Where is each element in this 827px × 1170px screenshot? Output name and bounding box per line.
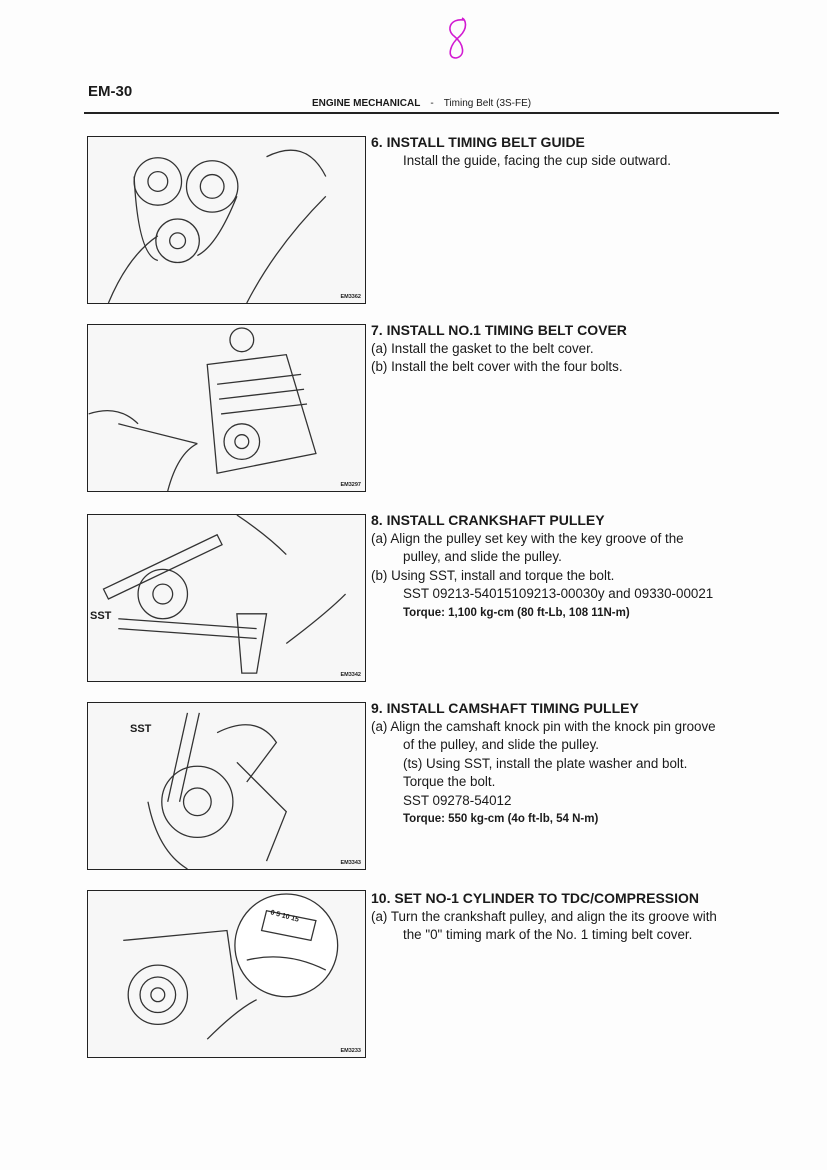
header-rule xyxy=(84,112,779,114)
sst-number: SST 09278-54012 xyxy=(403,792,512,808)
figure-timing-belt-guide: EM3362 xyxy=(87,136,366,304)
torque-spec: Torque: 550 kg-cm (4o ft-lb, 54 N-m) xyxy=(403,813,599,825)
handwritten-page-number xyxy=(440,14,480,64)
figure-timing-belt-cover: EM3297 xyxy=(87,324,366,492)
step-line: (b) Install the belt cover with the four… xyxy=(371,359,623,374)
step-title: 8. INSTALL CRANKSHAFT PULLEY xyxy=(371,512,605,528)
subsection-title: Timing Belt (3S-FE) xyxy=(443,98,532,109)
step-line: (ts) Using SST, install the plate washer… xyxy=(403,755,688,771)
step-title: 7. INSTALL NO.1 TIMING BELT COVER xyxy=(371,322,627,338)
step-line: (b) Using SST, install and torque the bo… xyxy=(371,567,615,583)
figure-camshaft-pulley: SST EM3343 xyxy=(87,702,366,870)
step-10: 10. SET NO-1 CYLINDER TO TDC/COMPRESSION… xyxy=(371,889,771,945)
step-line: Torque the bolt. xyxy=(403,774,496,789)
page-id: EM-30 xyxy=(88,83,133,100)
figure-code: EM3343 xyxy=(340,860,362,866)
step-line: (a) Align the pulley set key with the ke… xyxy=(371,530,684,546)
step-line: (a) Install the gasket to the belt cover… xyxy=(371,340,594,356)
step-title: 9. INSTALL CAMSHAFT TIMING PULLEY xyxy=(371,700,639,716)
step-6: 6. INSTALL TIMING BELT GUIDE Install the… xyxy=(371,133,771,170)
figure-crankshaft-pulley: SST EM3342 xyxy=(87,514,366,682)
step-line: Install the guide, facing the cup side o… xyxy=(403,152,671,168)
step-title: 10. SET NO-1 CYLINDER TO TDC/COMPRESSION xyxy=(371,890,700,906)
sst-number: SST 09213-54015109213-00030y and 09330-0… xyxy=(403,586,714,601)
step-line: pulley, and slide the pulley. xyxy=(403,549,562,564)
sst-label: SST xyxy=(130,723,152,735)
figure-code: EM3233 xyxy=(340,1048,362,1054)
torque-spec: Torque: 1,100 kg-cm (80 ft-Lb, 108 11N-m… xyxy=(403,606,630,619)
step-7: 7. INSTALL NO.1 TIMING BELT COVER (a) In… xyxy=(371,321,771,377)
step-9: 9. INSTALL CAMSHAFT TIMING PULLEY (a) Al… xyxy=(371,699,771,829)
step-line: of the pulley, and slide the pulley. xyxy=(403,737,600,752)
figure-code: EM3297 xyxy=(340,482,362,488)
separator: - xyxy=(430,98,434,109)
sst-label: SST xyxy=(90,610,112,622)
step-title: 6. INSTALL TIMING BELT GUIDE xyxy=(371,134,585,150)
step-line: the "0" timing mark of the No. 1 timing … xyxy=(403,927,693,942)
figure-code: EM3362 xyxy=(340,294,362,300)
section-title: ENGINE MECHANICAL xyxy=(312,98,421,109)
figure-tdc-alignment: 0 5 10 15 EM3233 xyxy=(87,890,366,1058)
running-header: ENGINE MECHANICAL-Timing Belt (3S-FE) xyxy=(312,98,531,109)
figure-code: EM3342 xyxy=(340,672,362,678)
step-line: (a) Align the camshaft knock pin with th… xyxy=(371,718,716,734)
step-line: (a) Turn the crankshaft pulley, and alig… xyxy=(371,908,717,924)
step-8: 8. INSTALL CRANKSHAFT PULLEY (a) Align t… xyxy=(371,511,771,622)
